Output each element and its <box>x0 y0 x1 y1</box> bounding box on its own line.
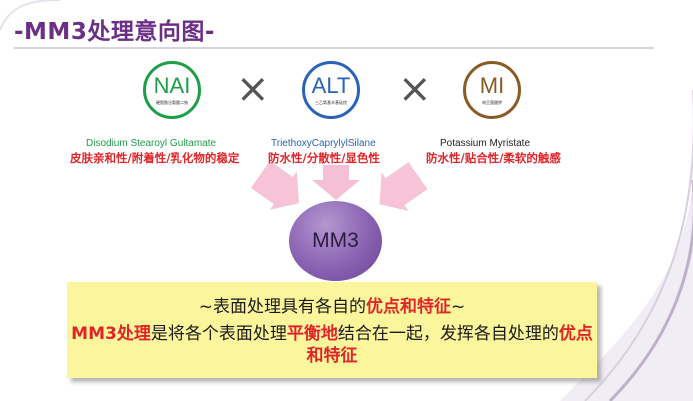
mi-abbr: MI <box>479 72 505 98</box>
summary-text-2: 结合在一起，发挥各自处理的 <box>337 324 559 344</box>
alt-cn-name: 三乙氧基辛基硅烷 <box>315 99 347 105</box>
multiply-icon: × <box>398 66 432 112</box>
nai-circle: NAI 硬脂酰谷氨酸二钠 <box>143 61 201 119</box>
summary-line-2: MM3处理是将各个表面处理平衡地结合在一起，发挥各自处理的优点和特征 <box>67 323 597 367</box>
mi-circle: MI 肉豆蔻酸钾 <box>463 61 521 119</box>
nai-abbr: NAI <box>153 72 191 98</box>
summary-line1-suffix: ~ <box>451 297 466 317</box>
summary-highlight-mm3: MM3处理 <box>71 324 151 344</box>
alt-en-name: TriethoxyCaprylylSilane <box>271 138 376 149</box>
page-title: -MM3处理意向图- <box>14 19 215 45</box>
mi-properties: 防水性/贴合性/柔软的触感 <box>426 151 561 165</box>
summary-text-1: 是将各个表面处理 <box>150 324 287 344</box>
arrow-center <box>312 165 360 200</box>
nai-properties: 皮肤亲和性/附着性/乳化物的稳定 <box>70 151 240 165</box>
arrow-right <box>379 162 428 211</box>
mi-en-name: Potassium Myristate <box>440 138 531 149</box>
nai-en-name: Disodium Stearoyl Gultamate <box>86 138 217 149</box>
multiply-icon: × <box>236 66 270 112</box>
nai-cn-name: 硬脂酰谷氨酸二钠 <box>156 99 188 105</box>
summary-line-1: ~表面处理具有各自的优点和特征~ <box>67 292 597 317</box>
summary-highlight-balance: 平衡地 <box>286 324 338 344</box>
alt-abbr: ALT <box>311 72 351 98</box>
title-divider <box>14 47 654 49</box>
summary-box: ~表面处理具有各自的优点和特征~ MM3处理是将各个表面处理平衡地结合在一起，发… <box>67 282 597 378</box>
mm3-label: MM3 <box>312 229 359 252</box>
alt-circle: ALT 三乙氧基辛基硅烷 <box>302 61 360 119</box>
arrow-left <box>250 160 299 210</box>
alt-properties: 防水性/分散性/显色性 <box>268 151 380 165</box>
mm3-result: MM3 <box>289 201 382 281</box>
mi-cn-name: 肉豆蔻酸钾 <box>482 99 502 105</box>
summary-line1-prefix: ~表面处理具有各自的 <box>198 297 366 317</box>
summary-line1-highlight: 优点和特征 <box>366 297 451 317</box>
summary-highlight-features: 优点和特征 <box>306 324 593 366</box>
